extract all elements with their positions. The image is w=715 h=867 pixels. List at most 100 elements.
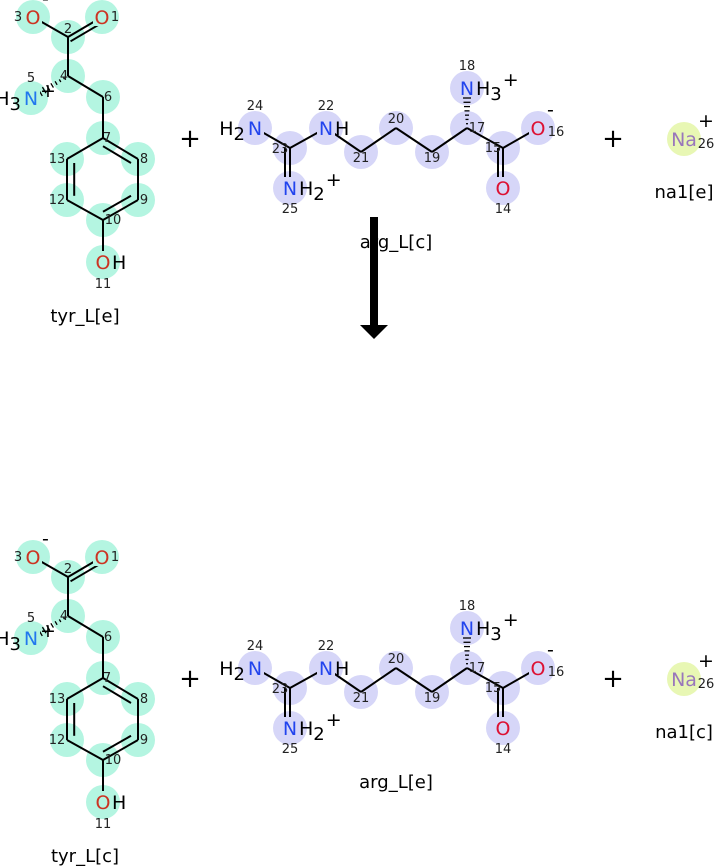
- atom-number: 16: [548, 125, 565, 140]
- bond: [66, 739, 104, 761]
- atom-number: 8: [140, 692, 148, 707]
- stereo-hash-bond: [50, 622, 54, 628]
- molecule-name-na: na1[c]: [655, 722, 713, 743]
- atom-symbol: O: [26, 547, 41, 569]
- atom-number: 24: [247, 99, 264, 114]
- positive-charge: +: [698, 110, 714, 132]
- stereo-hash-bond: [46, 624, 51, 631]
- hydrogen-prefix: H3: [0, 628, 21, 655]
- atom-symbol: N: [24, 628, 38, 650]
- reaction-arrow: [360, 217, 388, 339]
- atom-number: 12: [49, 193, 66, 208]
- arrow-head: [360, 325, 388, 339]
- positive-charge: +: [326, 709, 342, 731]
- atom-number: 4: [60, 69, 68, 84]
- atom-symbol: O: [496, 718, 511, 740]
- atom-label-bg: [94, 791, 112, 811]
- atom-number: 15: [485, 141, 502, 156]
- atom-number: 25: [282, 742, 299, 757]
- atom-label-bg: [458, 77, 476, 97]
- bond: [431, 667, 468, 693]
- atom-label-bg: [93, 6, 111, 26]
- stereo-hash-bond: [54, 81, 58, 86]
- stereo-hash-bond: [54, 621, 58, 626]
- molecule-name-na: na1[e]: [654, 182, 713, 203]
- bond: [66, 677, 104, 700]
- atom-number: 1: [111, 10, 119, 25]
- hydrogen-suffix: H: [112, 792, 126, 814]
- atom-symbol: Na: [671, 669, 697, 691]
- atom-label-bg: [494, 177, 512, 197]
- atom-symbol: N: [283, 718, 297, 740]
- atom-label-bg: [529, 657, 547, 677]
- atom-number: 11: [95, 817, 112, 832]
- atom-number: 20: [388, 652, 405, 667]
- atom-label-bg: [673, 128, 695, 148]
- atom-number: 20: [388, 112, 405, 127]
- atom-number: 13: [49, 692, 66, 707]
- atom-number: 7: [103, 131, 111, 146]
- double-bond-line: [102, 145, 132, 164]
- stereo-hash-bond: [41, 626, 47, 634]
- atom-label-bg: [94, 251, 112, 271]
- positive-charge: +: [503, 609, 519, 631]
- bond: [395, 667, 433, 693]
- atom-number: 17: [469, 661, 486, 676]
- atom-label-bg: [317, 117, 335, 137]
- atom-number: 11: [95, 277, 112, 292]
- atom-number: 3: [14, 550, 22, 565]
- atom-number: 26: [698, 677, 715, 692]
- atom-number: 18: [459, 599, 476, 614]
- positive-charge: +: [326, 169, 342, 191]
- positive-charge: +: [503, 69, 519, 91]
- bond: [102, 137, 139, 160]
- bond: [395, 127, 433, 153]
- plus-sign: +: [179, 124, 201, 154]
- atom-symbol: O: [26, 7, 41, 29]
- atom-symbol: O: [531, 658, 546, 680]
- atom-number: 1: [111, 550, 119, 565]
- atom-label-bg: [246, 117, 264, 137]
- stereo-hash-bond: [58, 619, 62, 623]
- hydrogen-suffix: H2: [299, 178, 325, 205]
- bond: [466, 127, 504, 149]
- plus-sign: +: [602, 124, 624, 154]
- hydrogen-suffix: H3: [476, 78, 502, 105]
- atom-number: 22: [318, 639, 335, 654]
- atom-number: 6: [104, 90, 112, 105]
- atom-label-bg: [22, 627, 40, 647]
- bond: [102, 199, 139, 221]
- atom-symbol: O: [96, 252, 111, 274]
- atom-symbol: N: [460, 618, 474, 640]
- molecule-name-arg: arg_L[e]: [359, 772, 433, 793]
- atom-number: 21: [353, 691, 370, 706]
- atom-symbol: O: [96, 792, 111, 814]
- atom-symbol: O: [531, 118, 546, 140]
- atom-label-bg: [458, 617, 476, 637]
- hydrogen-suffix: H2: [299, 718, 325, 745]
- reactants-na-molecule: Na+26: [667, 110, 714, 156]
- hydrogen-prefix: H2: [219, 118, 245, 145]
- atom-number: 24: [247, 639, 264, 654]
- molecule-name-tyr: tyr_L[e]: [50, 306, 119, 327]
- atom-symbol: N: [24, 88, 38, 110]
- atom-label-bg: [281, 177, 299, 197]
- negative-charge: -: [547, 639, 554, 661]
- atom-label-bg: [93, 546, 111, 566]
- atom-number: 12: [49, 733, 66, 748]
- positive-charge: +: [698, 650, 714, 672]
- atom-number: 14: [495, 202, 512, 217]
- negative-charge: -: [42, 528, 49, 550]
- atom-number: 19: [424, 151, 441, 166]
- atom-label-bg: [22, 87, 40, 107]
- atom-symbol: O: [95, 7, 110, 29]
- atom-symbol: N: [283, 178, 297, 200]
- atom-symbol: O: [95, 547, 110, 569]
- molecule-name-tyr: tyr_L[c]: [51, 846, 119, 867]
- arrow-shaft: [370, 217, 378, 327]
- atom-number: 4: [60, 609, 68, 624]
- atom-symbol: Na: [671, 129, 697, 151]
